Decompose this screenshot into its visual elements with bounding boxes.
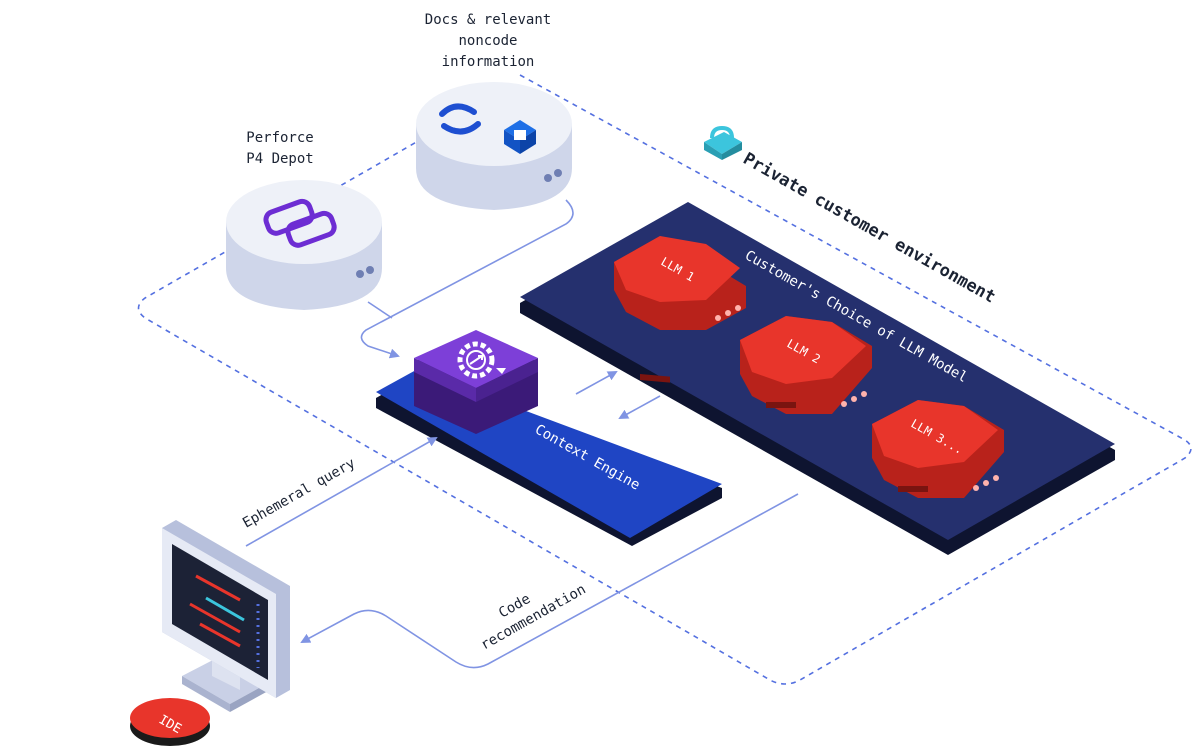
llm-block-1 xyxy=(614,236,746,383)
ide-badge xyxy=(130,698,210,746)
llm-block-3 xyxy=(872,400,1004,498)
ephemeral-query-arrow xyxy=(245,437,438,547)
docs-server xyxy=(416,82,572,210)
perforce-label-line1: Perforce xyxy=(246,130,313,146)
monitor-icon xyxy=(162,520,290,712)
docs-label-line1: Docs & relevant xyxy=(425,12,551,28)
docs-to-engine-connector xyxy=(360,199,574,359)
perforce-label-line2: P4 Depot xyxy=(246,151,313,167)
context-engine-block xyxy=(414,330,538,434)
code-recommendation-arrow xyxy=(300,493,799,669)
jira-logo-icon xyxy=(504,120,536,154)
perforce-to-engine-connector xyxy=(367,301,393,319)
private-environment-boundary xyxy=(137,74,1192,685)
lock-icon xyxy=(704,125,742,160)
confluence-logo-icon xyxy=(439,103,481,135)
ephemeral-query-label: Ephemeral query xyxy=(240,455,358,531)
engine-to-llm-arrow xyxy=(575,371,618,395)
perforce-logo-icon xyxy=(263,198,337,248)
llm-to-engine-arrow xyxy=(618,395,661,419)
docs-label-line2: noncode xyxy=(458,33,517,49)
perforce-server xyxy=(226,180,382,310)
gear-refresh-icon xyxy=(457,341,506,379)
docs-label-line3: information xyxy=(442,54,535,70)
llm-block-2 xyxy=(740,316,872,414)
